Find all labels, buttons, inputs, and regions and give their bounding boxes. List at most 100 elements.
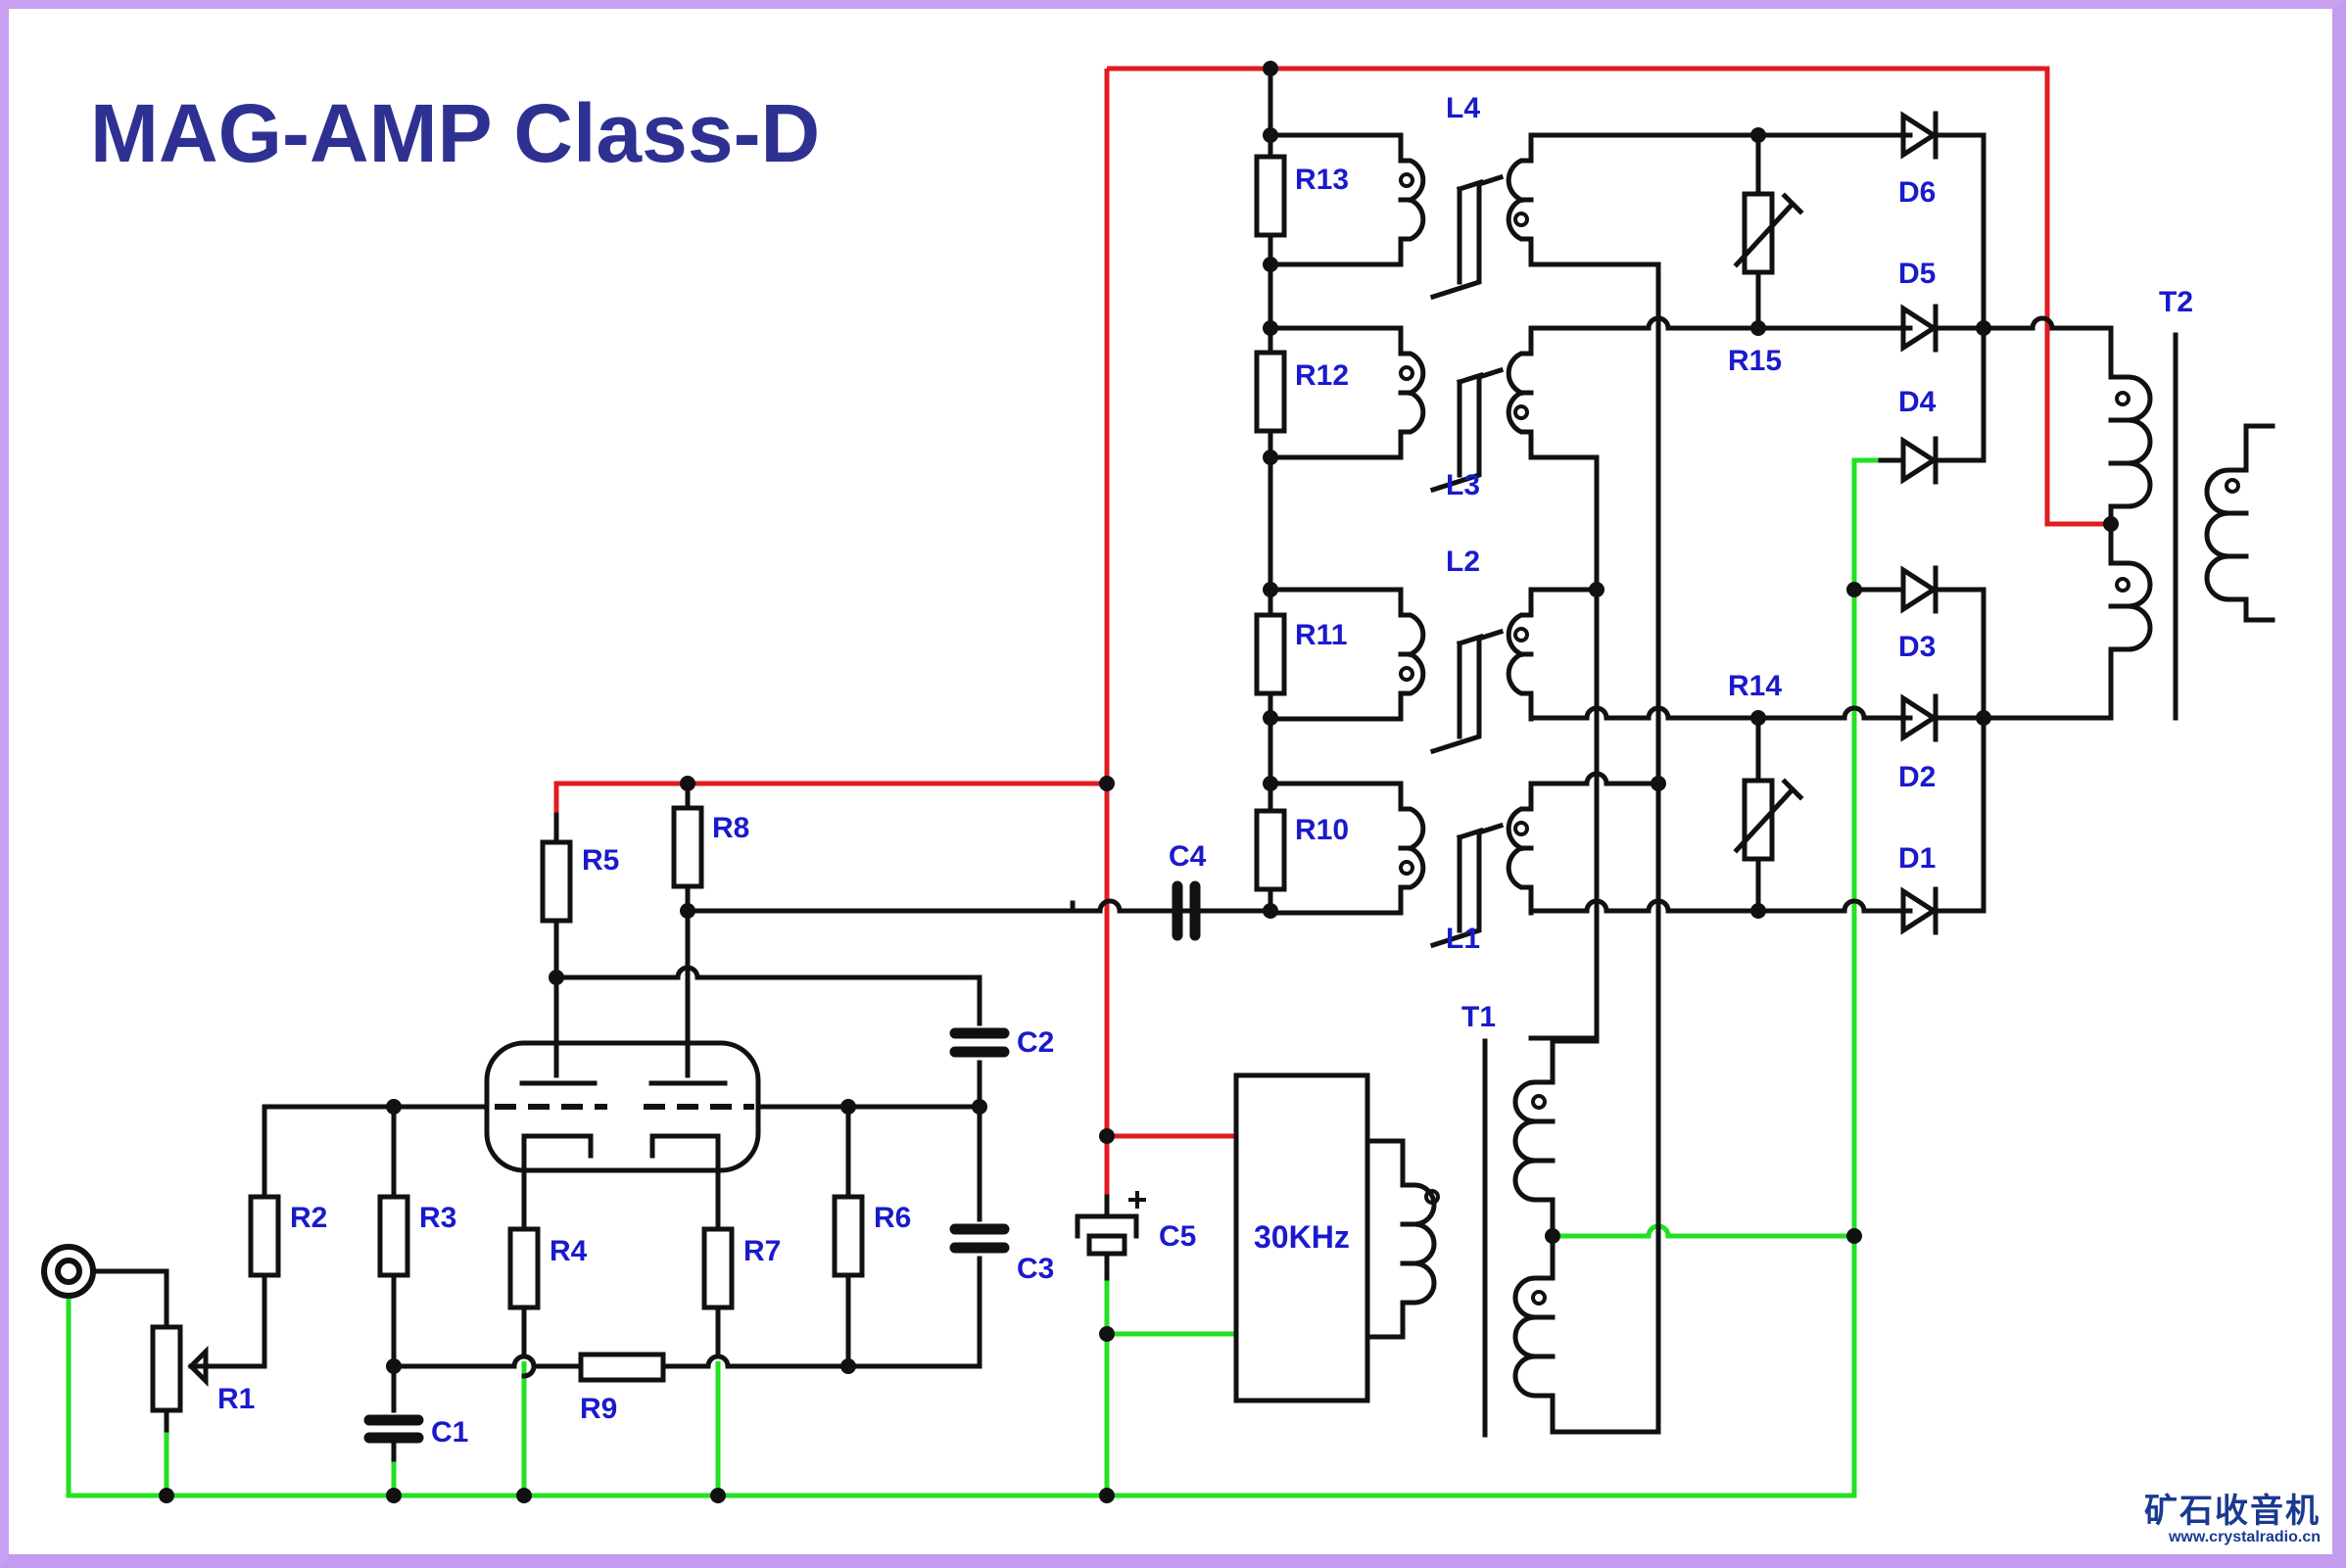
diode-D3[interactable] (1900, 565, 1947, 614)
core-symbol (1429, 628, 1505, 755)
diode-anode (1900, 111, 1939, 160)
magamp-secondary-wiring (1528, 132, 1913, 1435)
junction-dot (1099, 1128, 1115, 1144)
label-R15: R15 (1728, 345, 1782, 377)
resistor-R7[interactable] (701, 1226, 735, 1310)
capacitor-C2[interactable] (949, 1027, 1010, 1058)
junction-dot (840, 1358, 856, 1374)
component-labels: R13 R12 R11 R10 L4 L3 L2 L1 R15 R14 D6 D… (217, 92, 2193, 1449)
junction-dot (2103, 516, 2119, 532)
junction-dot (1750, 903, 1766, 919)
junction-dot (386, 1358, 402, 1374)
label-R3: R3 (419, 1202, 456, 1234)
junction-dot (1263, 257, 1278, 272)
polarity-dot (1399, 860, 1414, 876)
transformer-T2[interactable] (2108, 332, 2275, 721)
magamp-core-L3[interactable] (1268, 325, 1534, 494)
input-jack-icon[interactable] (41, 1244, 96, 1299)
resistor-R4[interactable] (507, 1226, 541, 1310)
primary-winding (1268, 587, 1426, 722)
label-R6: R6 (874, 1202, 911, 1234)
oscillator-30khz[interactable] (1233, 1072, 1440, 1403)
junction-dot (549, 970, 564, 985)
label-C1: C1 (431, 1416, 468, 1449)
label-L1: L1 (1446, 923, 1480, 955)
label-T2: T2 (2159, 286, 2193, 318)
junction-dot (1750, 710, 1766, 726)
thermistor-R14[interactable] (1733, 715, 1804, 914)
diode-anode (1900, 693, 1939, 742)
junction-dot (1099, 1326, 1115, 1342)
primary-winding (1268, 132, 1426, 267)
oscillator-label: 30KHz (1254, 1219, 1350, 1255)
diode-anode (1900, 304, 1939, 353)
polarity-dot (1513, 627, 1529, 642)
junction-dot (1263, 61, 1278, 76)
label-D3: D3 (1898, 631, 1936, 663)
junction-dot (710, 1488, 726, 1503)
label-T1: T1 (1461, 1001, 1496, 1033)
resistor-R11[interactable] (1254, 612, 1287, 696)
junction-dot (1651, 776, 1666, 791)
polarity-dot (1513, 821, 1529, 836)
capacitor-C1[interactable] (363, 1414, 424, 1444)
resistor-R12[interactable] (1254, 350, 1287, 434)
watermark-url: www.crystalradio.cn (2168, 1529, 2321, 1545)
junction-dot (1976, 320, 1991, 336)
junction-dot (840, 1099, 856, 1115)
diagram-title: MAG-AMP Class-D (90, 87, 821, 179)
junction-dot (1263, 582, 1278, 597)
magamp-core-L2[interactable] (1268, 587, 1534, 755)
resistor-R13[interactable] (1254, 154, 1287, 238)
label-D1: D1 (1898, 842, 1936, 875)
core-symbol (1429, 822, 1505, 949)
junction-dot (1545, 1228, 1560, 1244)
capacitor-C3[interactable] (949, 1223, 1010, 1254)
secondary-winding (1506, 781, 1534, 916)
junction-dot (1589, 582, 1604, 597)
label-R2: R2 (290, 1202, 327, 1234)
primary-winding (1268, 325, 1426, 460)
magamp-core-L4[interactable] (1268, 132, 1534, 301)
label-L4: L4 (1446, 92, 1480, 124)
watermark-logo: 矿石收音机 www.crystalradio.cn (2144, 1494, 2321, 1546)
dual-triode-tube[interactable] (484, 1040, 761, 1173)
junction-dot (386, 1488, 402, 1503)
resistor-R8[interactable] (671, 805, 704, 889)
secondary-winding (1506, 325, 1534, 460)
junction-dot (386, 1099, 402, 1115)
label-C4: C4 (1169, 840, 1207, 873)
thermistor-R15[interactable] (1733, 132, 1804, 331)
watermark-chinese: 矿石收音机 (2144, 1493, 2321, 1530)
transformer-T1[interactable] (1482, 1035, 1661, 1438)
capacitor-C5[interactable] (1075, 1191, 1146, 1281)
tube-stage-wiring (66, 781, 982, 1462)
diode-D4[interactable] (1900, 436, 1947, 485)
label-R5: R5 (582, 844, 619, 877)
label-C3: C3 (1017, 1253, 1054, 1285)
diode-anode (1900, 886, 1939, 935)
junction-dot (516, 1488, 532, 1503)
magamp-cores (1268, 132, 1534, 949)
label-R10: R10 (1295, 814, 1349, 846)
magamp-core-L1[interactable] (1268, 781, 1534, 949)
resistor-R9[interactable] (578, 1352, 666, 1383)
label-R7: R7 (743, 1235, 781, 1267)
resistor-R10[interactable] (1254, 808, 1287, 892)
resistor-R2[interactable] (248, 1194, 281, 1278)
junction-dot (1750, 127, 1766, 143)
junction-dot (1263, 710, 1278, 726)
diode-rails (1941, 132, 2114, 914)
junction-dot (1263, 450, 1278, 465)
potentiometer-R1[interactable] (150, 1324, 209, 1413)
resistor-R6[interactable] (832, 1194, 865, 1278)
capacitor-C4[interactable] (1172, 880, 1201, 941)
diode-anode (1900, 565, 1939, 614)
label-D4: D4 (1898, 386, 1937, 418)
resistor-R3[interactable] (377, 1194, 410, 1278)
label-R14: R14 (1728, 670, 1782, 702)
junction-dot (159, 1488, 174, 1503)
diode-anode (1900, 436, 1939, 485)
resistor-R5[interactable] (540, 839, 573, 924)
